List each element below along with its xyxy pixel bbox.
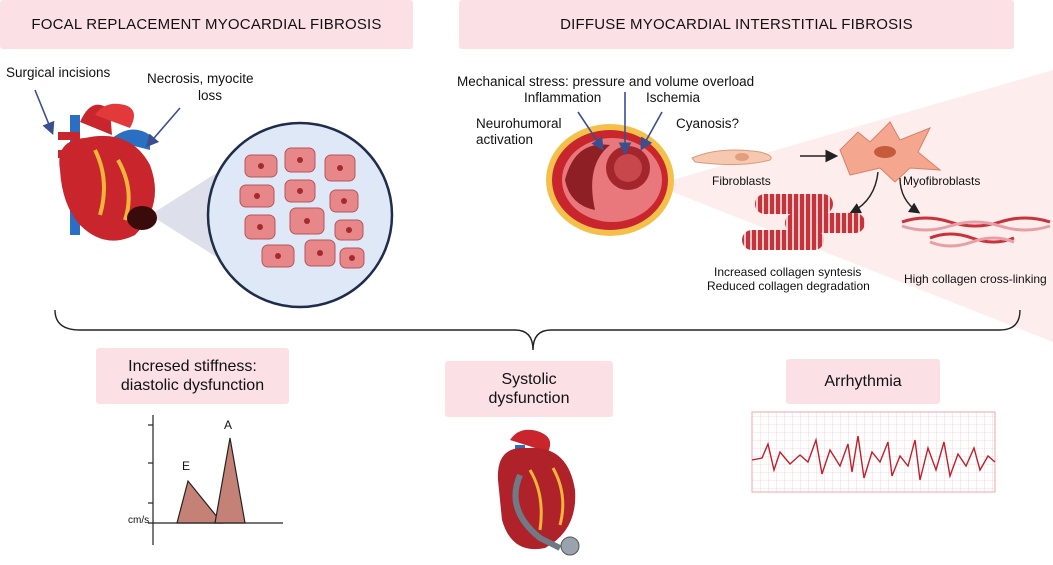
outcome-arrhythmia: Arrhythmia: [786, 359, 940, 404]
label-necrosis-2: loss: [198, 88, 223, 103]
label-cyanosis: Cyanosis?: [676, 116, 740, 131]
label-neurohumoral: Neurohumoral: [476, 116, 562, 131]
necrosis-arrow: [145, 107, 181, 148]
zoom-cone-diffuse: [655, 70, 1053, 342]
label-neurohumoral-2: activation: [476, 132, 534, 147]
surgical-arrow: [34, 89, 55, 135]
label-inflammation: Inflammation: [524, 90, 602, 105]
systolic-heart-icon: [497, 429, 580, 556]
doppler-peak-e: E: [182, 459, 191, 473]
label-necrosis: Necrosis, myocite: [147, 71, 254, 86]
outcome-stiffness-line1: Incresed stiffness:: [128, 358, 257, 375]
heart-cross-section-icon: [546, 124, 674, 236]
ischemia-arrow: [640, 111, 663, 151]
outcome-systolic-line2: dysfunction: [488, 390, 570, 407]
fibrotic-tissue-icon: [206, 121, 394, 309]
doppler-graph: [148, 415, 283, 545]
label-myofibroblasts: Myofibroblasts: [903, 174, 981, 188]
outcome-systolic-line1: Systolic: [501, 371, 557, 388]
a-wave: [214, 437, 246, 524]
outcome-stiffness: Incresed stiffness: diastolic dysfunctio…: [96, 348, 289, 404]
convergence-brace: [54, 309, 1021, 351]
outcome-systolic: Systolic dysfunction: [445, 361, 613, 417]
label-crosslinking: High collagen cross-linking: [904, 272, 1047, 286]
crosslinked-collagen-icon: [901, 216, 1051, 248]
collagen-fibers-icon: [742, 194, 865, 250]
label-fibroblasts: Fibroblasts: [712, 174, 771, 188]
crosslink-arrow: [899, 177, 921, 214]
fibroblast-icon: [691, 149, 772, 166]
ecg-grid: [751, 411, 996, 493]
label-collagen-synthesis: Increased collagen syntesis: [714, 265, 862, 279]
focal-heart-icon: [58, 103, 157, 241]
label-surgical-incisions: Surgical incisions: [6, 65, 111, 80]
label-collagen-degradation: Reduced collagen degradation: [707, 279, 870, 293]
inflammation-arrow: [577, 111, 604, 151]
label-mechanical-stress: Mechanical stress: pressure and volume o…: [457, 74, 755, 89]
diffuse-fibrosis-title: DIFFUSE MYOCARDIAL INTERSTITIAL FIBROSIS: [459, 0, 1014, 49]
outcome-stiffness-line2: diastolic dysfunction: [120, 377, 265, 394]
doppler-peak-a: A: [224, 418, 233, 432]
ecg-trace: [751, 435, 996, 481]
label-ischemia: Ischemia: [646, 90, 701, 105]
focal-fibrosis-title: FOCAL REPLACEMENT MYOCARDIAL FIBROSIS: [0, 0, 413, 49]
e-wave: [176, 479, 224, 524]
collagen-arrow: [849, 171, 879, 214]
doppler-unit: cm/s: [128, 515, 150, 526]
